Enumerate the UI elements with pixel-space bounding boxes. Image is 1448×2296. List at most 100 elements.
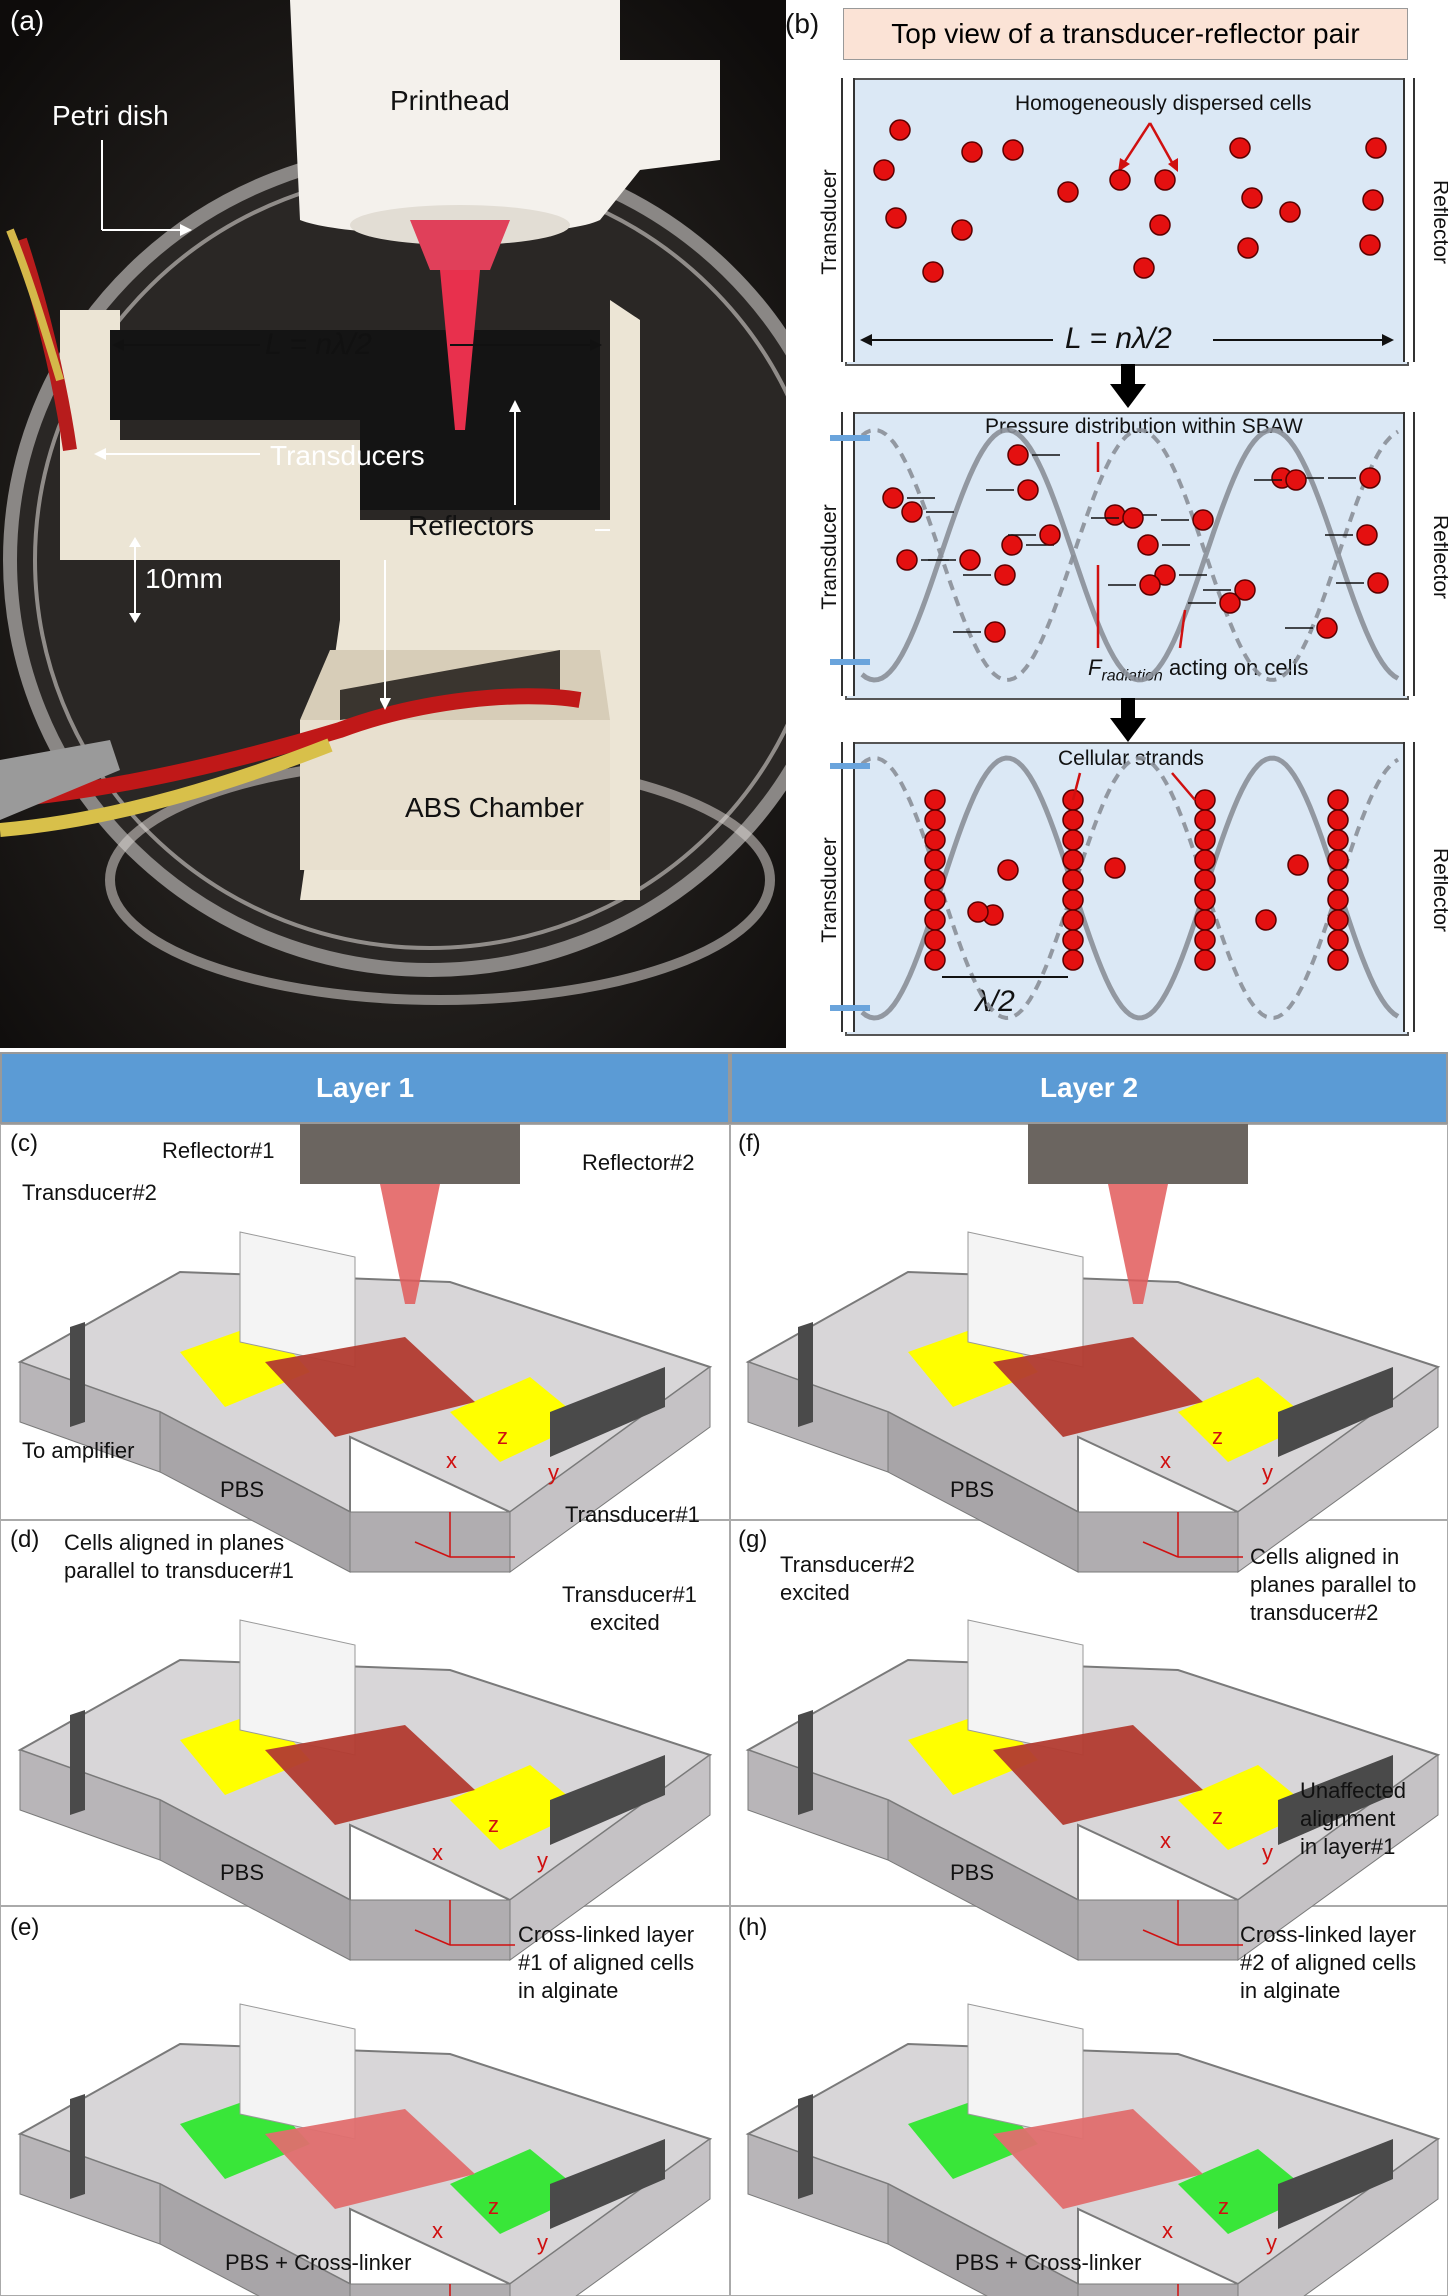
printhead-body	[1028, 1124, 1248, 1184]
box2-transducer-label: Transducer	[818, 504, 841, 610]
chamber-g-fluid-right	[1178, 1765, 1313, 1850]
petri-dish-arrow	[101, 140, 192, 236]
chamber-d-front-notch	[349, 1899, 511, 1961]
chamber-g-bioink	[993, 1725, 1203, 1825]
cross-h-1: Cross-linked layer	[1240, 1922, 1417, 1947]
unaffected-g-1: Unaffected	[1300, 1778, 1407, 1803]
photo-panel-a: (a) Printhead Petri dish L = nλ/2 Transd…	[0, 0, 786, 1048]
cells-aligned-d-2: parallel to transducer#1	[64, 1558, 294, 1583]
box3-strands-label: Cellular strands	[1058, 747, 1204, 770]
pbs-label-d: PBS	[220, 1860, 265, 1885]
cross-e-3: in alginate	[518, 1978, 619, 2003]
chamber-e-transducer-left	[70, 2094, 85, 2199]
reflectors-arrows	[380, 400, 610, 710]
down-arrow-1	[1110, 364, 1146, 408]
reflector2-label: Reflector#2	[582, 1150, 695, 1175]
axis-y-g: y	[1262, 1840, 1273, 1865]
axis-x-g: x	[1160, 1828, 1171, 1853]
axis-x-f: x	[1160, 1448, 1171, 1473]
transducers-arrow	[94, 448, 260, 460]
transducer-wall	[841, 742, 855, 1032]
reflector-wall	[1403, 78, 1415, 362]
chamber-h-fluid-right	[1178, 2149, 1313, 2234]
excited-d-1: Transducer#1	[562, 1582, 697, 1607]
cells-g-2: planes parallel to	[1250, 1572, 1417, 1597]
axis-z-e: z	[488, 2194, 499, 2219]
chamber-h-front-mid	[887, 2183, 1079, 2296]
box1-length-label: L = nλ/2	[1065, 322, 1172, 355]
unaffected-g-3: in layer#1	[1300, 1834, 1396, 1859]
transducers-label: Transducers	[270, 440, 425, 471]
axis-z-g: z	[1212, 1804, 1223, 1829]
excited-d-2: excited	[590, 1610, 660, 1635]
chamber-e-bioink	[265, 2109, 475, 2209]
chamber-c-fluid-right	[450, 1377, 585, 1462]
chamber-d-transducer-left	[70, 1710, 85, 1815]
panel-a-tag: (a)	[10, 5, 45, 36]
panel-g-tag: (g)	[738, 1526, 768, 1553]
axis-y-h: y	[1266, 2230, 1277, 2255]
printhead-nozzle	[380, 1184, 440, 1304]
chamber-h-front-notch	[1077, 2283, 1239, 2296]
pbs-label-e: PBS + Cross-linker	[225, 2250, 412, 2275]
printhead-nozzle	[1108, 1184, 1168, 1304]
chamber-d-axis-x	[414, 1929, 451, 1946]
axis-x-h: x	[1162, 2218, 1173, 2243]
chamber-e-front-mid	[159, 2183, 351, 2296]
printhead-body	[300, 1124, 520, 1184]
printhead-label: Printhead	[390, 85, 510, 116]
petri-dish-label: Petri dish	[52, 100, 169, 131]
cross-h-2: #2 of aligned cells	[1240, 1950, 1417, 1975]
axis-z-f: z	[1212, 1424, 1223, 1449]
panel-b-tag: (b)	[785, 8, 820, 39]
transducer-wall	[841, 78, 855, 362]
box2-pressure-label: Pressure distribution within SBAW	[985, 415, 1303, 438]
chamber-h-transducer-right	[1278, 2139, 1393, 2229]
to-amplifier-label: To amplifier	[22, 1438, 135, 1463]
axis-z-c: z	[497, 1424, 508, 1449]
excited-g-2: excited	[780, 1580, 850, 1605]
axis-z-d: z	[488, 1812, 499, 1837]
chamber-d-fluid-right	[450, 1765, 585, 1850]
chamber-d-transducer-right	[550, 1755, 665, 1845]
photo-length-label: L = nλ/2	[265, 328, 372, 361]
photo-illustration	[0, 0, 786, 1048]
force-rest: acting on cells	[1162, 655, 1309, 680]
reflectors-label: Reflectors	[408, 510, 535, 541]
reflector1-label: Reflector#1	[162, 1138, 275, 1163]
axis-x-c: x	[446, 1448, 457, 1473]
cross-e-2: #1 of aligned cells	[518, 1950, 695, 1975]
cells-g-1: Cells aligned in	[1250, 1544, 1400, 1569]
chamber-e-fluid-right	[450, 2149, 585, 2234]
excited-g-1: Transducer#2	[780, 1552, 915, 1577]
chamber-e-transducer-right	[550, 2139, 665, 2229]
layer-table: Layer 1 Layer 2 (c) Reflector#1 Reflecto…	[0, 1052, 1448, 2296]
chamber-d-bioink	[265, 1725, 475, 1825]
chamber-f-front-notch	[1077, 1511, 1239, 1573]
chamber-f-bioink	[993, 1337, 1203, 1437]
box1-cell-arrows	[1118, 122, 1178, 172]
transducer2-label: Transducer#2	[22, 1180, 157, 1205]
box2-reflector-label: Reflector	[1429, 514, 1448, 600]
force-subscript: radiation	[1101, 667, 1163, 685]
chamber-h-transducer-left	[798, 2094, 813, 2199]
axis-y-c: y	[548, 1460, 559, 1485]
axis-x-d: x	[432, 1840, 443, 1865]
down-arrow-2	[1110, 698, 1146, 742]
box-dispersed	[841, 78, 1415, 366]
chamber-f-axis-x	[1142, 1541, 1179, 1558]
chamber-c-front-notch	[349, 1511, 511, 1573]
chamber-h-bioink	[993, 2109, 1203, 2209]
box1-length-arrow	[860, 334, 1394, 346]
panel-e-tag: (e)	[10, 1914, 40, 1941]
pbs-label-g: PBS	[950, 1860, 995, 1885]
axis-z-h: z	[1218, 2194, 1229, 2219]
force-symbol: F	[1088, 655, 1102, 680]
cells-aligned-d-1: Cells aligned in planes	[64, 1530, 285, 1555]
chamber-c-axis-x	[414, 1541, 451, 1558]
chamber-g-transducer-right	[1278, 1755, 1393, 1845]
chamber-g-front-notch	[1077, 1899, 1239, 1961]
box2-force-label: Fradiation acting on cells	[1088, 655, 1308, 685]
cross-h-3: in alginate	[1240, 1978, 1341, 2003]
chamber-g-transducer-left	[798, 1710, 813, 1815]
